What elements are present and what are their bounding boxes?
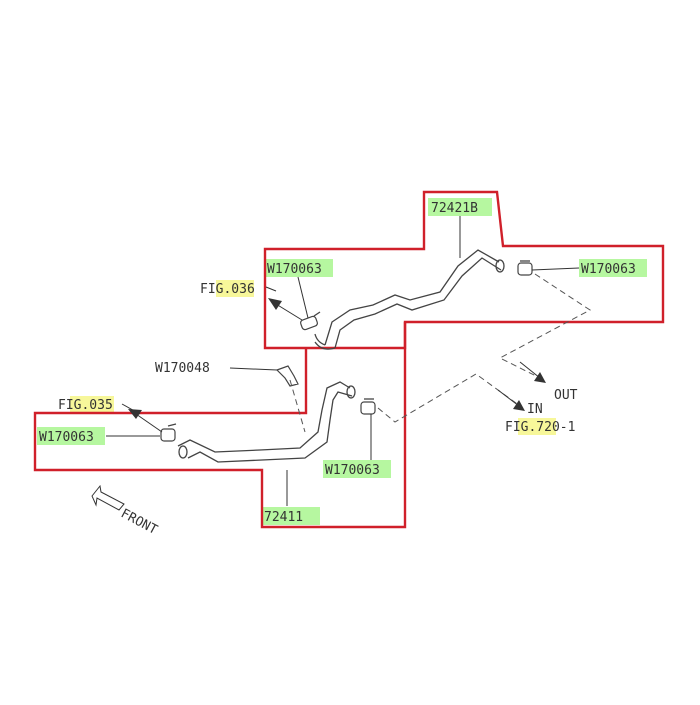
hl-72421B bbox=[428, 198, 492, 216]
label-in: IN bbox=[527, 402, 543, 417]
hl-w170063-top-left bbox=[265, 259, 333, 277]
frame-72411-assembly bbox=[33, 322, 407, 529]
hl-w170063-top-right bbox=[579, 259, 647, 277]
hl-72411 bbox=[262, 507, 320, 525]
label-highlights bbox=[37, 198, 647, 525]
label-w170063-bottom-mid[interactable]: W170063 bbox=[325, 463, 380, 478]
label-w170063-top-right[interactable]: W170063 bbox=[581, 262, 636, 277]
label-front: FRONT bbox=[118, 506, 160, 538]
clamp-top-right-icon[interactable] bbox=[517, 260, 533, 276]
arrow-to-fig036 bbox=[268, 298, 303, 321]
clamp-bottom-left-icon[interactable] bbox=[160, 423, 177, 442]
hose-72421B bbox=[314, 249, 505, 350]
arrow-in bbox=[497, 389, 525, 411]
front-arrow-icon bbox=[91, 484, 125, 511]
clamp-bottom-mid-icon[interactable] bbox=[360, 398, 376, 415]
label-fig035[interactable]: FIG.035 bbox=[58, 398, 113, 413]
label-w170048[interactable]: W170048 bbox=[155, 361, 210, 376]
arrow-to-fig035 bbox=[128, 409, 163, 433]
hl-w170063-bottom-mid bbox=[323, 460, 391, 478]
clip-w170048-icon[interactable] bbox=[275, 365, 299, 387]
label-72421B[interactable]: 72421B bbox=[431, 201, 478, 216]
hl-fig036 bbox=[216, 280, 254, 297]
clamp-top-left-icon[interactable] bbox=[300, 311, 321, 331]
label-out: OUT bbox=[554, 388, 578, 403]
hl-fig035 bbox=[70, 396, 114, 413]
hl-fig720 bbox=[518, 418, 556, 435]
label-fig720-1[interactable]: FIG.720-1 bbox=[505, 420, 575, 435]
label-w170063-top-left[interactable]: W170063 bbox=[267, 262, 322, 277]
hose-72411 bbox=[177, 381, 356, 463]
label-fig036[interactable]: FIG.036 bbox=[200, 282, 255, 297]
dashed-routing bbox=[289, 273, 591, 433]
label-72411[interactable]: 72411 bbox=[264, 510, 303, 525]
label-w170063-bottom-left[interactable]: W170063 bbox=[39, 430, 94, 445]
hl-w170063-bottom-left bbox=[37, 427, 105, 445]
arrow-out bbox=[519, 361, 546, 383]
leader-lines bbox=[106, 216, 580, 506]
